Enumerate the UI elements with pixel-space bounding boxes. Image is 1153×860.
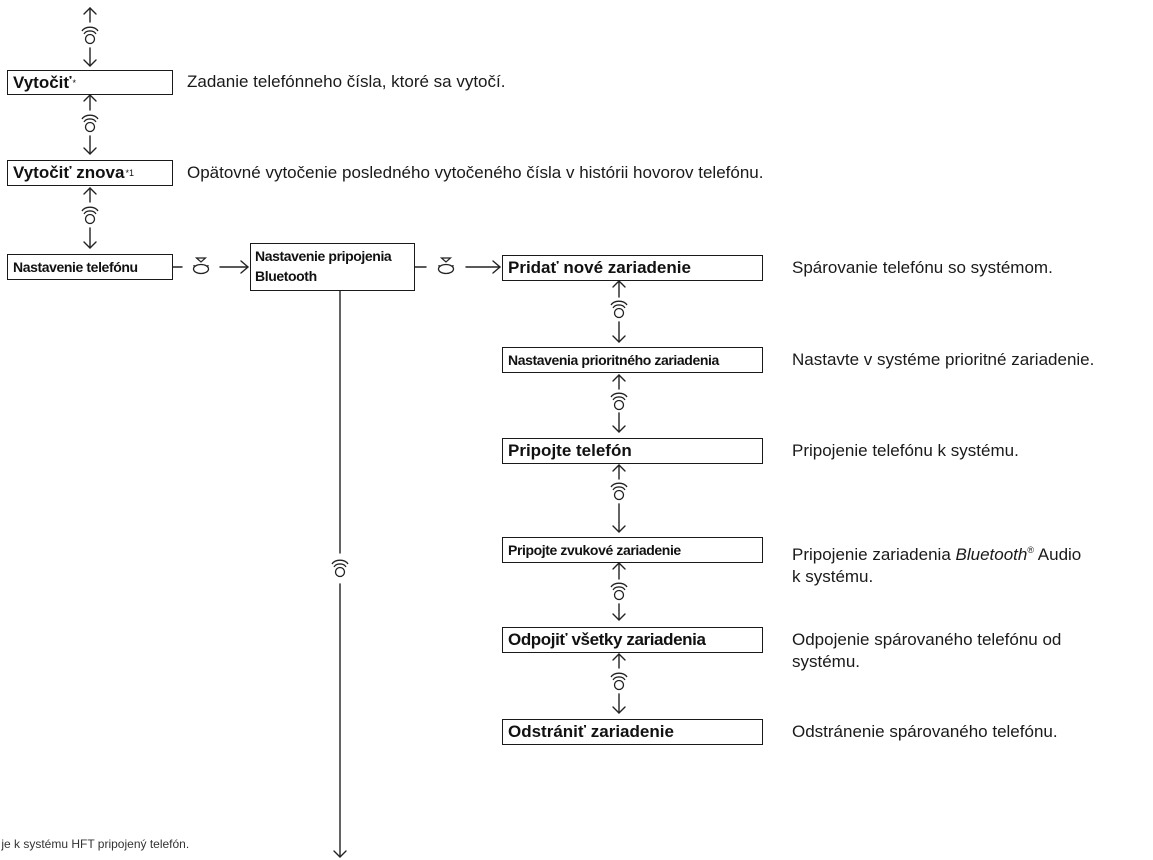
menu-item-add-device-label: Pridať nové zariadenie [508,258,691,277]
arrow-icon [612,603,626,621]
arrow-icon [465,260,501,274]
menu-item-remove-device-label: Odstrániť zariadenie [508,722,674,741]
arrow-icon [83,135,97,155]
description-add-device: Spárovanie telefónu so systémom. [792,258,1053,277]
description-connect-audio: Pripojenie zariadenia Bluetooth® Audio k… [792,539,1081,588]
selector-knob-rotate-icon [610,582,628,601]
menu-item-priority-device-label: Nastavenia prioritného zariadenia [508,352,719,368]
description-dial: Zadanie telefónneho čísla, ktoré sa vyto… [187,72,506,91]
description-redial: Opätovné vytočenie posledného vytočeného… [187,163,764,182]
menu-item-disconnect-all-label: Odpojiť všetky zariadenia [508,630,706,649]
bluetooth-brand-text: Bluetooth [955,545,1028,564]
arrow-icon [612,412,626,433]
menu-item-connect-phone-label: Pripojte telefón [508,441,632,460]
menu-item-bluetooth-setup[interactable]: Nastavenie pripojenia Bluetooth [250,243,415,291]
arrow-icon [612,562,626,580]
selector-knob-rotate-icon [331,559,349,578]
arrow-icon [83,7,97,23]
description-connect-audio-text: Pripojenie zariadenia [792,545,956,564]
footnote-mark: * [72,77,77,88]
menu-item-remove-device[interactable]: Odstrániť zariadenie [502,719,763,745]
selector-knob-rotate-icon [610,392,628,411]
menu-item-dial-label: Vytočiť [13,72,72,92]
menu-item-phone-setup[interactable]: Nastavenie telefónu [7,254,173,280]
arrow-icon [612,280,626,298]
menu-item-bluetooth-setup-line2: Bluetooth [255,268,317,284]
menu-item-redial-label: Vytočiť znova [13,163,125,182]
selector-knob-rotate-icon [81,26,99,45]
arrow-icon [612,653,626,669]
selector-knob-rotate-icon [610,672,628,691]
description-disconnect-all-line1: Odpojenie spárovaného telefónu od [792,630,1062,649]
menu-item-redial[interactable]: Vytočiť znova*1 [7,160,173,186]
arrow-icon [612,693,626,714]
arrow-icon [333,583,347,858]
arrow-icon [219,260,249,274]
description-connect-audio-suffix: Audio [1033,545,1082,564]
menu-item-phone-setup-label: Nastavenie telefónu [13,259,138,275]
arrow-icon [83,47,97,67]
menu-item-priority-device[interactable]: Nastavenia prioritného zariadenia [502,347,763,373]
arrow-icon [612,374,626,390]
selector-knob-rotate-icon [81,206,99,225]
description-connect-phone: Pripojenie telefónu k systému. [792,441,1019,460]
menu-item-connect-audio-label: Pripojte zvukové zariadenie [508,542,681,558]
footnote-mark: *1 [125,168,134,178]
description-connect-audio-line2: k systému. [792,567,874,586]
selector-knob-press-icon [437,257,455,275]
menu-item-disconnect-all[interactable]: Odpojiť všetky zariadenia [502,627,763,653]
arrow-icon [83,227,97,249]
menu-item-dial[interactable]: Vytočiť* [7,70,173,95]
registered-mark: ® [1027,545,1034,555]
arrow-icon [612,321,626,343]
selector-knob-press-icon [192,257,210,275]
arrow-icon [612,464,626,480]
description-remove-device: Odstránenie spárovaného telefónu. [792,722,1058,741]
selector-knob-rotate-icon [610,300,628,319]
menu-item-add-device[interactable]: Pridať nové zariadenie [502,255,763,281]
arrow-icon [83,94,97,111]
description-priority-device: Nastavte v systéme prioritné zariadenie. [792,350,1095,369]
arrow-icon [612,503,626,533]
menu-item-bluetooth-setup-line1: Nastavenie pripojenia [255,248,392,264]
menu-item-connect-audio[interactable]: Pripojte zvukové zariadenie [502,537,763,563]
description-disconnect-all: Odpojenie spárovaného telefónu od systém… [792,629,1061,673]
description-disconnect-all-line2: systému. [792,652,861,671]
arrow-icon [83,187,97,203]
footnote-text: k je k systému HFT pripojený telefón. [0,837,190,851]
menu-item-connect-phone[interactable]: Pripojte telefón [502,438,763,464]
selector-knob-rotate-icon [610,482,628,501]
selector-knob-rotate-icon [81,114,99,133]
